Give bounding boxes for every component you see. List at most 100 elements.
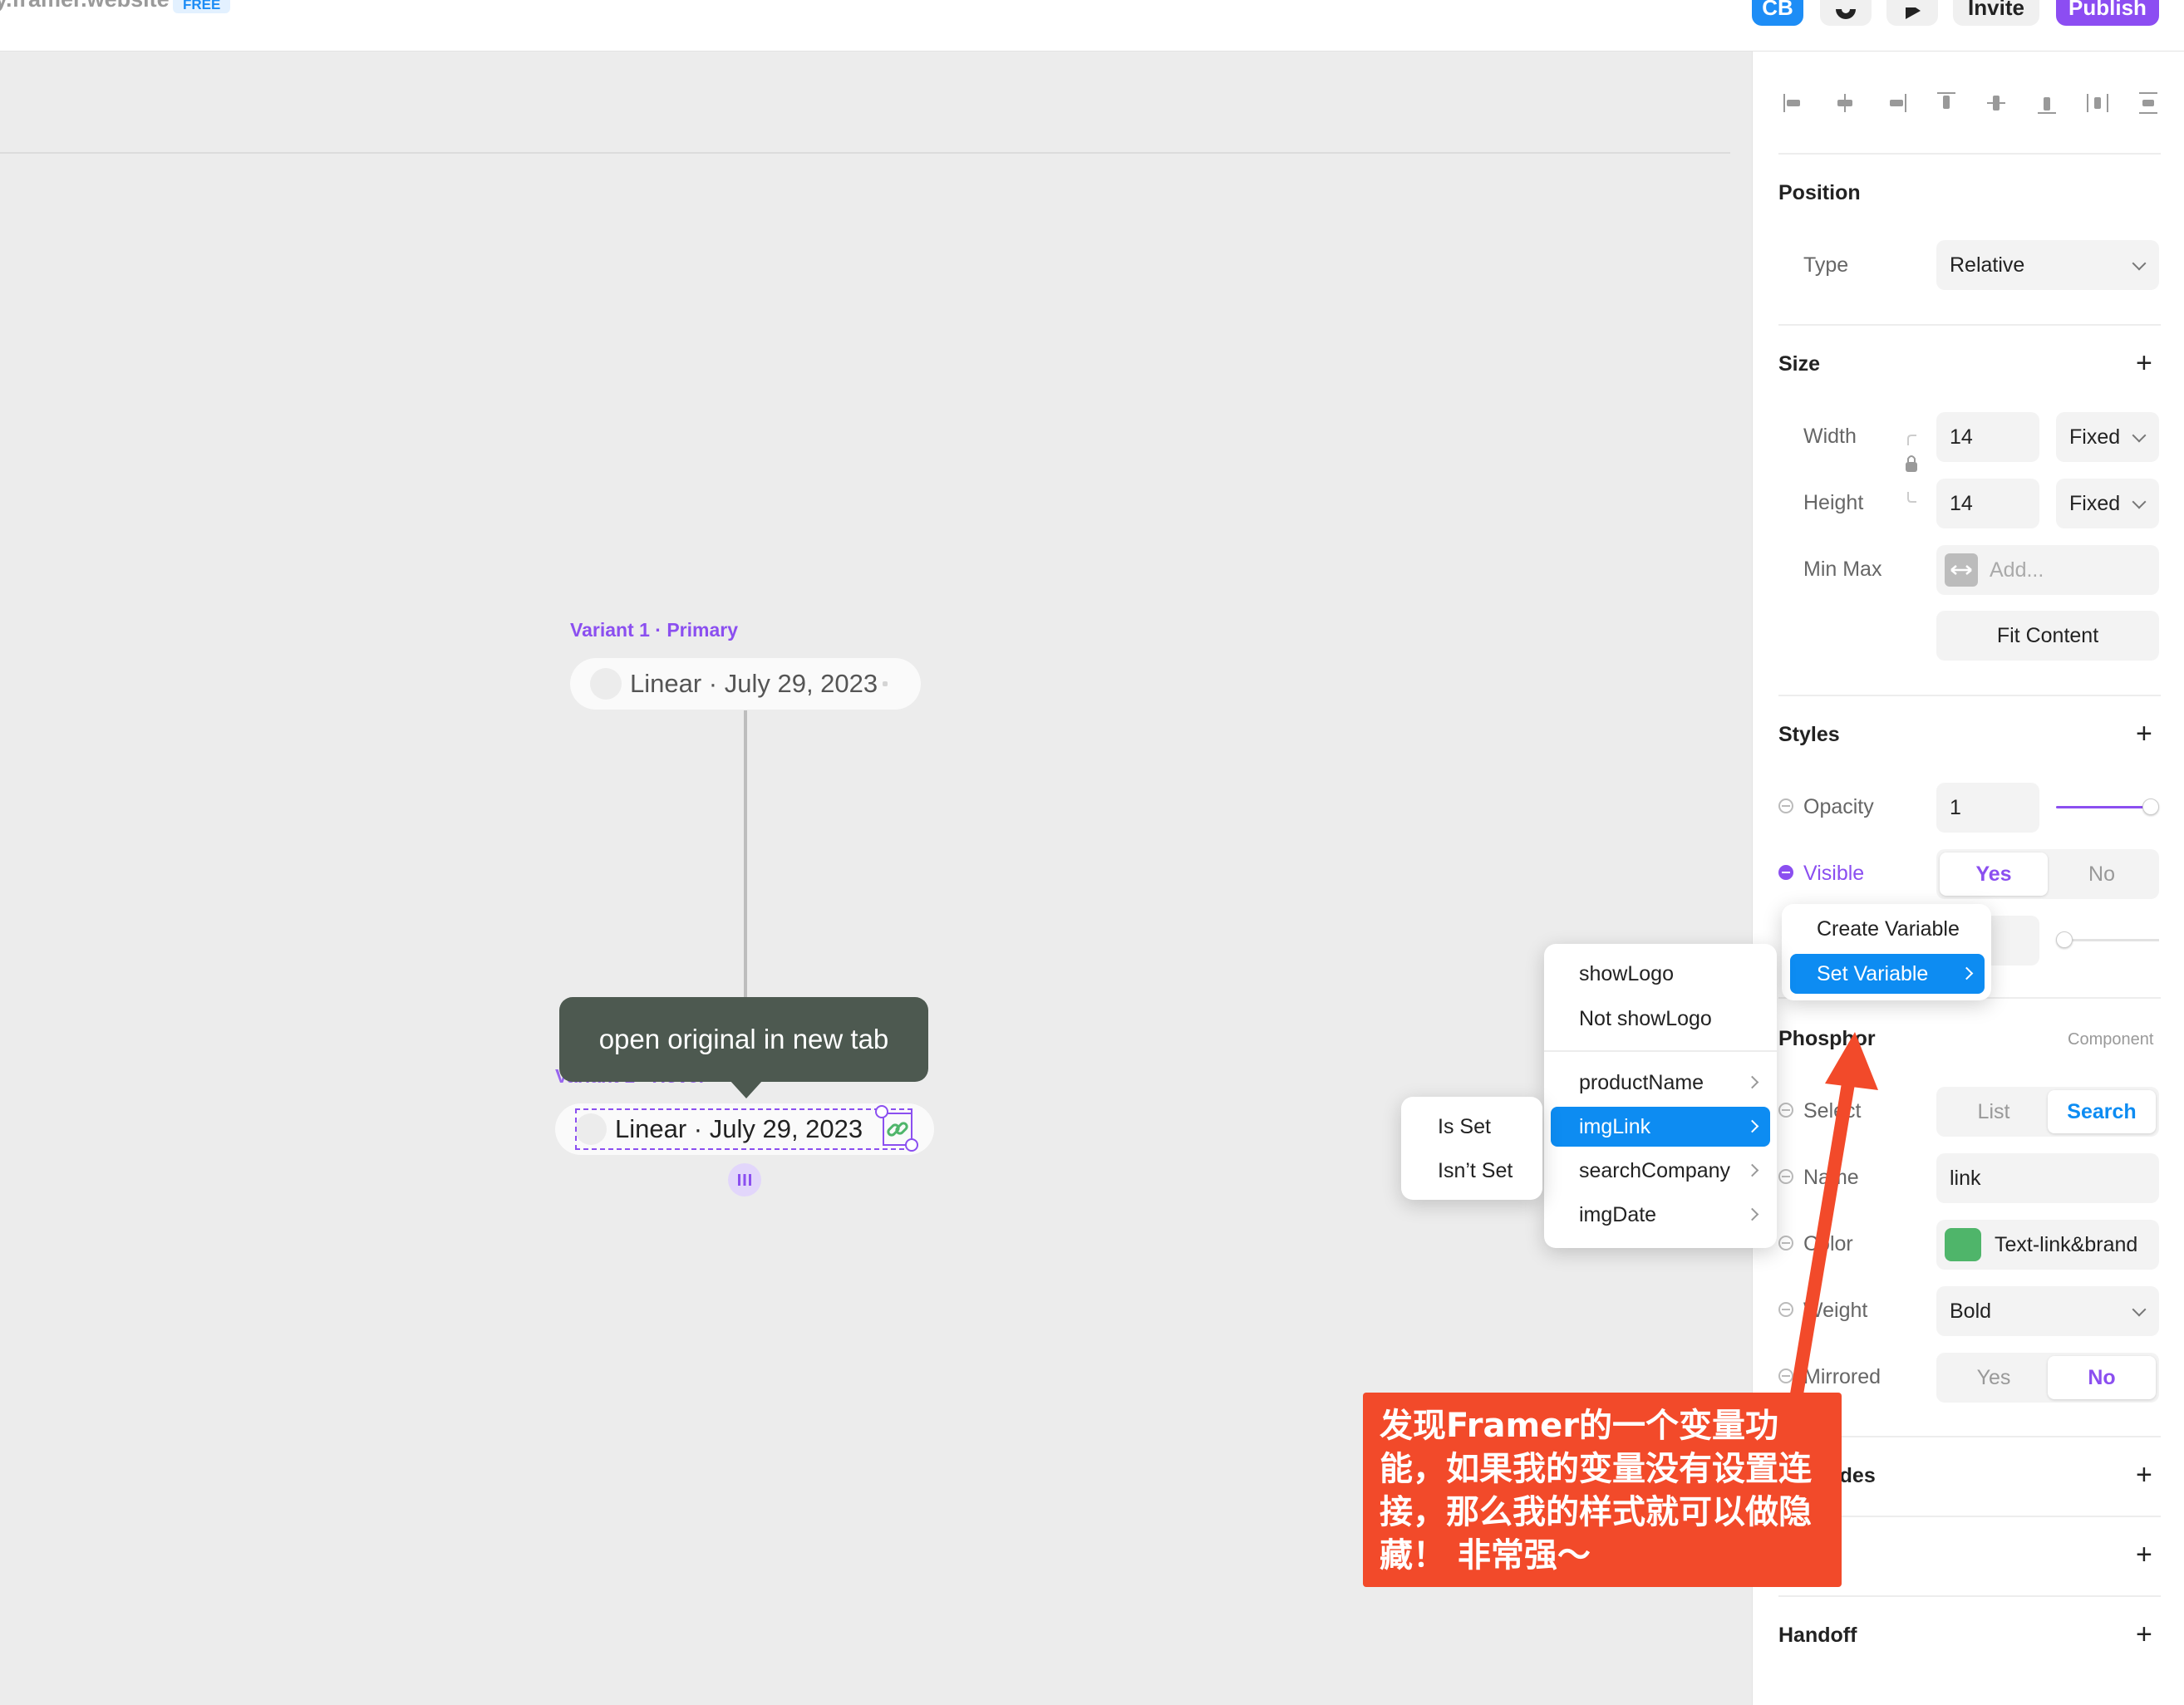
link-placeholder-icon — [883, 681, 888, 686]
variant-primary-label[interactable]: Variant 1 · Primary — [570, 619, 738, 641]
avatar-button[interactable]: CB — [1752, 0, 1803, 26]
variable-item-imgdate[interactable]: imgDate — [1551, 1195, 1770, 1235]
chevron-right-icon — [1745, 1207, 1759, 1221]
add-style-plus-icon[interactable]: + — [2136, 718, 2152, 749]
set-variable-item[interactable]: Set Variable — [1790, 954, 1985, 994]
select-toggle[interactable]: List Search — [1936, 1087, 2159, 1137]
pill-text: Linear · July 29, 2023 — [630, 669, 878, 698]
icon-color-value: Text-link&brand — [1995, 1232, 2138, 1256]
width-label: Width — [1803, 425, 1857, 448]
align-top-icon[interactable] — [1932, 89, 1960, 117]
height-mode-value: Fixed — [2069, 491, 2121, 515]
chevron-down-icon — [2132, 256, 2147, 271]
variable-item-productname[interactable]: productName — [1551, 1063, 1770, 1103]
publish-button[interactable]: Publish — [2056, 0, 2159, 26]
fit-content-label: Fit Content — [1996, 623, 2099, 647]
condition-submenu — [1401, 1097, 1542, 1200]
variable-item-imglink[interactable]: imgLink — [1551, 1107, 1770, 1147]
remove-opacity-icon[interactable] — [1778, 798, 1793, 813]
variable-showlogo-label: showLogo — [1579, 961, 1674, 985]
align-center-vertical-icon[interactable] — [1982, 89, 2010, 117]
variable-productname-label: productName — [1579, 1070, 1704, 1094]
height-mode-select[interactable]: Fixed — [2056, 479, 2159, 528]
variable-imglink-label: imgLink — [1579, 1114, 1651, 1138]
invite-button[interactable]: Invite — [1953, 0, 2039, 26]
condition-is-set-item[interactable]: Is Set — [1408, 1107, 1536, 1147]
lock-aspect-icon[interactable] — [1903, 434, 1920, 504]
mirrored-toggle[interactable]: Yes No — [1936, 1353, 2159, 1403]
distribute-horizontal-icon[interactable] — [2083, 89, 2112, 117]
alignment-toolbar — [1780, 86, 2162, 120]
variable-not-showlogo-label: Not showLogo — [1579, 1006, 1712, 1030]
divider — [1778, 153, 2161, 155]
weight-value: Bold — [1950, 1299, 1992, 1323]
mirrored-yes-option[interactable]: Yes — [1976, 1365, 2011, 1389]
divider — [1778, 1436, 2161, 1437]
weight-select[interactable]: Bold — [1936, 1286, 2159, 1336]
variable-item-showlogo[interactable]: showLogo — [1551, 954, 1770, 994]
create-variable-item[interactable]: Create Variable — [1800, 909, 1983, 949]
variable-item-searchcompany[interactable]: searchCompany — [1551, 1151, 1770, 1191]
tooltip-arrow — [730, 1080, 763, 1098]
site-url[interactable]: y.framer.website — [0, 0, 170, 12]
condition-isnt-set-item[interactable]: Isn’t Set — [1408, 1151, 1536, 1191]
mirrored-variable-icon[interactable] — [1778, 1368, 1793, 1383]
position-type-select[interactable]: Relative — [1936, 240, 2159, 290]
variables-submenu — [1544, 944, 1777, 1248]
fit-content-button[interactable]: Fit Content — [1936, 611, 2159, 661]
visible-yes-option[interactable]: Yes — [1940, 852, 2048, 896]
icon-name-input[interactable]: link — [1936, 1153, 2159, 1203]
select-list-option[interactable]: List — [1977, 1099, 2010, 1123]
variable-item-not-showlogo[interactable]: Not showLogo — [1551, 999, 1770, 1039]
opacity-slider-track[interactable] — [2056, 806, 2151, 808]
color-variable-icon[interactable] — [1778, 1236, 1793, 1250]
select-search-option[interactable]: Search — [2048, 1090, 2156, 1133]
align-bottom-icon[interactable] — [2033, 89, 2061, 117]
visible-variable-icon[interactable] — [1778, 865, 1793, 880]
icon-color-picker[interactable]: Text-link&brand — [1936, 1220, 2159, 1270]
resize-handle-bottom-right[interactable] — [905, 1138, 918, 1152]
align-center-horizontal-icon[interactable] — [1831, 89, 1859, 117]
hidden-row-slider-thumb[interactable] — [2056, 931, 2073, 948]
chevron-down-icon — [2132, 1302, 2147, 1317]
component-tag: Component — [2068, 1030, 2154, 1049]
height-input[interactable]: 14 — [1936, 479, 2039, 528]
play-icon — [1906, 7, 1921, 19]
settings-button[interactable] — [1820, 0, 1872, 26]
chevron-down-icon — [2132, 494, 2147, 509]
opacity-input[interactable]: 1 — [1936, 783, 2039, 833]
hidden-row-slider-track[interactable] — [2056, 939, 2159, 941]
width-input[interactable]: 14 — [1936, 412, 2039, 462]
condition-isnt-set-label: Isn’t Set — [1438, 1158, 1513, 1182]
resize-handle-top-right[interactable] — [875, 1105, 888, 1118]
distribute-vertical-icon[interactable] — [2134, 89, 2162, 117]
divider — [1778, 1516, 2161, 1517]
add-override-plus-icon[interactable]: + — [2136, 1459, 2152, 1491]
type-label: Type — [1803, 253, 1849, 277]
align-right-icon[interactable] — [1881, 89, 1910, 117]
minmax-input[interactable]: Add... — [1936, 545, 2159, 595]
add-handoff-plus-icon[interactable]: + — [2136, 1619, 2152, 1650]
add-size-plus-icon[interactable]: + — [2136, 347, 2152, 379]
name-variable-icon[interactable] — [1778, 1169, 1793, 1184]
section-title-position: Position — [1778, 181, 1861, 204]
selected-link-icon[interactable] — [883, 1113, 912, 1146]
select-variable-icon[interactable] — [1778, 1103, 1793, 1118]
variant-primary-pill[interactable]: Linear · July 29, 2023 — [570, 658, 921, 710]
stack-layout-icon[interactable] — [728, 1163, 761, 1196]
preview-button[interactable] — [1886, 0, 1938, 26]
add-section-plus-icon[interactable]: + — [2136, 1539, 2152, 1570]
opacity-slider-thumb[interactable] — [2142, 798, 2159, 815]
weight-variable-icon[interactable] — [1778, 1302, 1793, 1317]
variant-hover-pill[interactable]: Linear · July 29, 2023 — [555, 1103, 934, 1155]
select-label: Select — [1803, 1099, 1862, 1123]
top-bar: y.framer.website FREE CB Invite Publish — [0, 0, 2184, 52]
width-mode-select[interactable]: Fixed — [2056, 412, 2159, 462]
mirrored-no-option[interactable]: No — [2048, 1356, 2156, 1399]
link-icon — [887, 1122, 908, 1137]
visible-toggle[interactable]: Yes No — [1936, 849, 2159, 899]
color-swatch — [1945, 1228, 1981, 1261]
align-left-icon[interactable] — [1780, 89, 1808, 117]
visible-no-option[interactable]: No — [2088, 862, 2115, 886]
mirrored-label: Mirrored — [1803, 1365, 1881, 1388]
